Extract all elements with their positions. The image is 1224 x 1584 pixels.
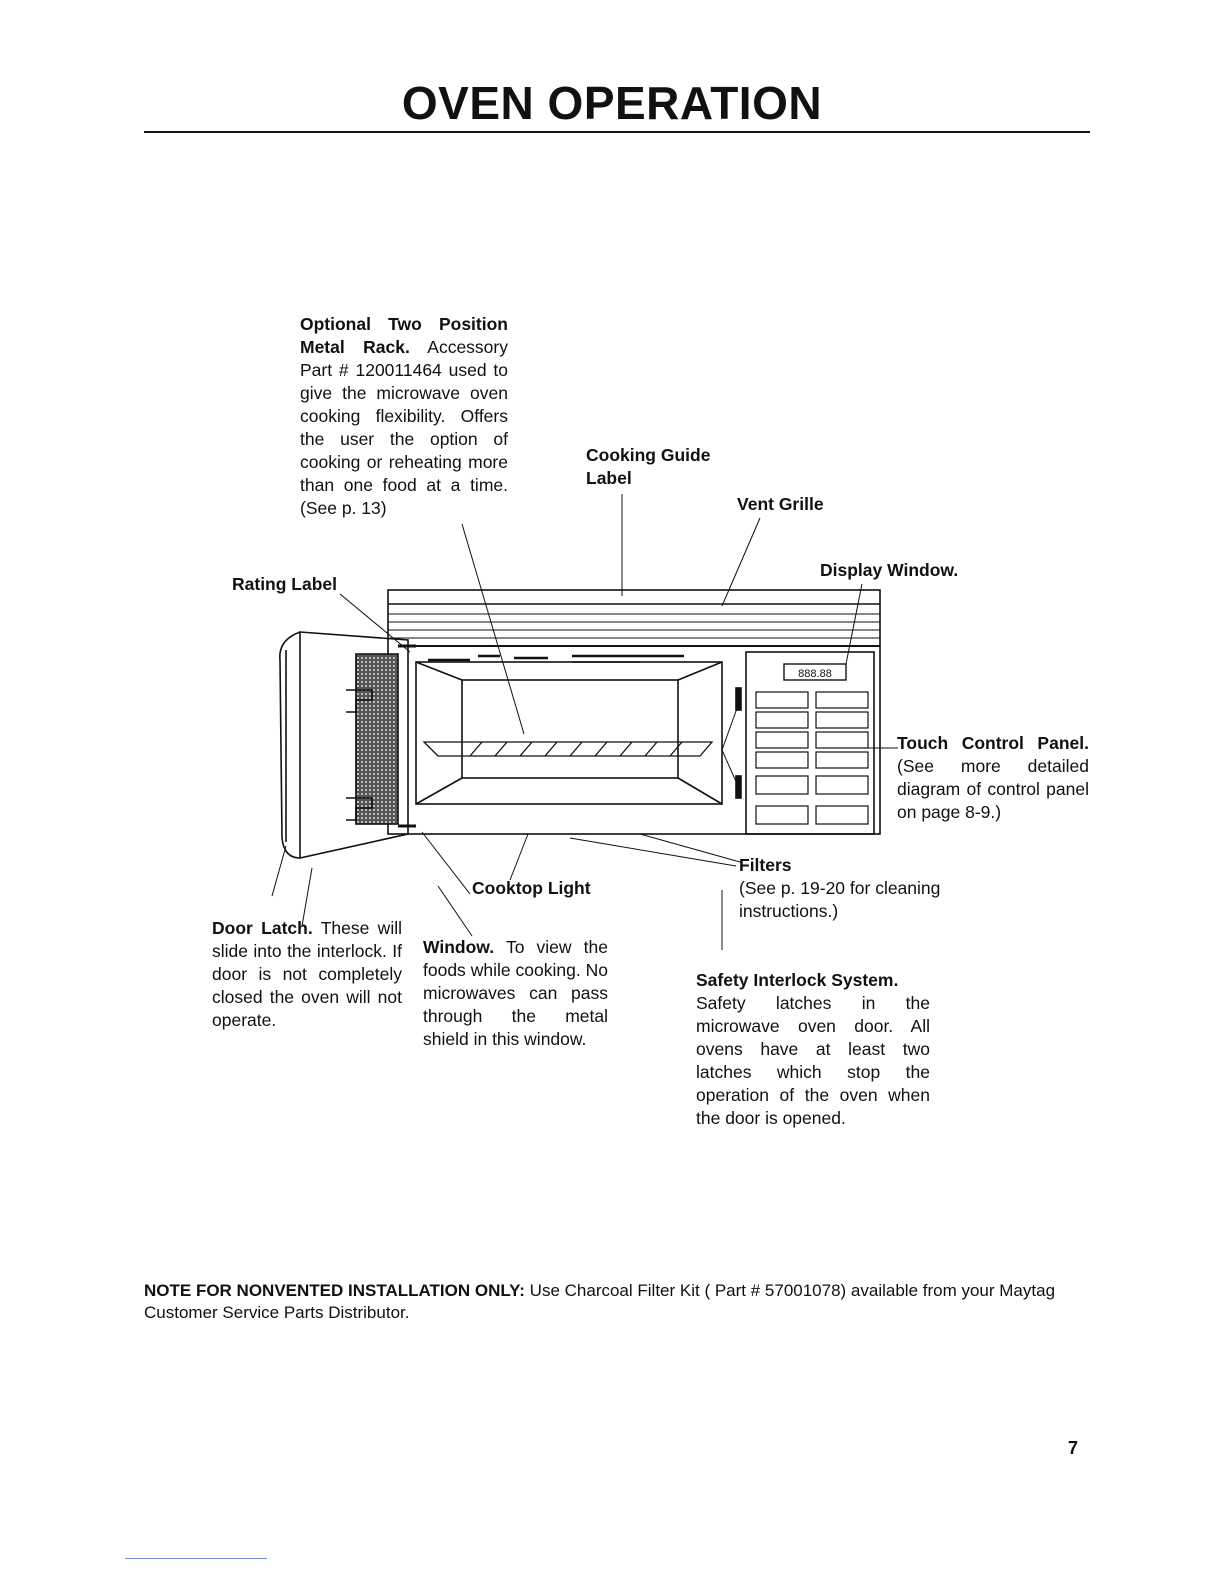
page-title: OVEN OPERATION [401,77,823,129]
display-readout: 888.88 [798,668,832,680]
display-window [783,663,847,681]
nonvented-note: NOTE FOR NONVENTED INSTALLATION ONLY: Us… [144,1280,1094,1324]
safety-interlock-label: Safety Interlock System. [696,970,899,990]
leader-lines [271,494,898,950]
oven-cavity [415,661,723,805]
window-text: To view the foods while cooking. No micr… [423,937,609,1049]
note-label: NOTE FOR NONVENTED INSTALLATION ONLY: [144,1281,525,1300]
cooking-guide-label: Cooking Guide Label [586,445,711,488]
door-latch-callout: Door Latch. These will slide into the in… [212,917,402,1032]
rating-label: Rating Label [232,574,338,594]
safety-interlock-text: Safety latches in the microwave oven doo… [696,993,930,1128]
safety-interlock-callout: Safety Interlock System. Safety latches … [696,969,930,1130]
metal-rack-label: Optional Two Position Metal Rack. [300,314,508,357]
window-callout: Window. To view the foods while cooking.… [423,936,608,1051]
vent-grille-icon [388,603,880,647]
footer-line [125,1558,267,1559]
window-label: Window. [423,937,495,957]
door-latch-text: These will slide into the interlock. If … [212,918,402,1030]
page-number: 7 [1068,1438,1079,1458]
metal-rack-icon [422,741,714,757]
touch-control-label: Touch Control Panel. [897,733,1089,753]
touch-control-callout: Touch Control Panel. (See more detailed … [897,732,1089,824]
filters-label: Filters [739,855,792,875]
filters-callout: Filters (See p. 19-20 for cleaning instr… [739,854,979,923]
metal-rack-text: Accessory Part # 120011464 used to give … [300,337,508,518]
keypad-buttons [755,691,869,825]
touch-control-panel [745,651,875,835]
note-text: Use Charcoal Filter Kit ( Part # 5700107… [144,1281,1056,1322]
cooktop-light-label: Cooktop Light [472,878,591,898]
oven-door [279,631,416,859]
vent-grille-label: Vent Grille [737,494,824,514]
filters-text: (See p. 19-20 for cleaning instructions.… [739,878,941,921]
touch-control-text: (See more detailed diagram of control pa… [897,756,1089,822]
metal-rack-callout: Optional Two Position Metal Rack. Access… [300,313,508,520]
title-rule [144,131,1090,133]
door-latch-icon [346,689,373,713]
door-latch-label: Door Latch. [212,918,313,938]
display-window-label: Display Window. [820,560,959,580]
